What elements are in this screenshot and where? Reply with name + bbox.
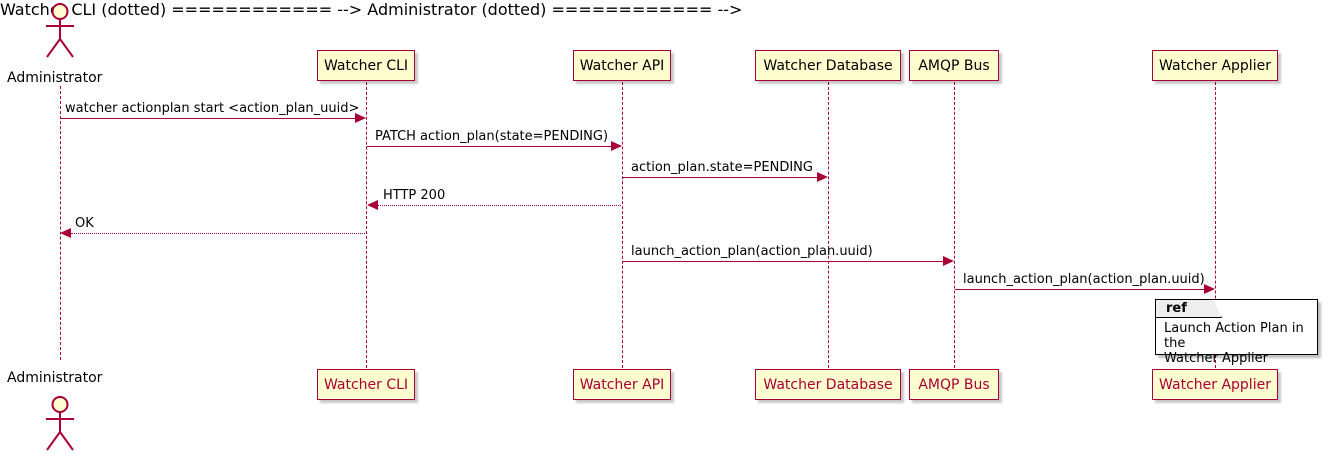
lifeline-amqp-bus [954, 82, 955, 368]
actor-label-administrator-top: Administrator [7, 70, 103, 86]
participant-watcher-api-top[interactable]: Watcher API [573, 50, 671, 81]
participant-amqp-bus-top[interactable]: AMQP Bus [909, 50, 999, 81]
participant-watcher-database-top[interactable]: Watcher Database [755, 50, 901, 81]
message-line-3 [623, 177, 817, 178]
ref-fragment-body-text: Launch Action Plan in the Watcher Applie… [1164, 321, 1304, 366]
actor-administrator-top [46, 3, 74, 58]
message-label-2: PATCH action_plan(state=PENDING) [375, 129, 609, 144]
message-line-5 [71, 233, 365, 234]
message-line-4 [378, 205, 621, 206]
lifeline-watcher-database [828, 82, 829, 368]
message-label-7: launch_action_plan(action_plan.uuid) [963, 272, 1205, 287]
message-label-1: watcher actionplan start <action_plan_uu… [65, 101, 360, 116]
participant-amqp-bus-bottom[interactable]: AMQP Bus [909, 369, 999, 400]
participant-watcher-cli-top[interactable]: Watcher CLI [317, 50, 415, 81]
ref-fragment-tab-label: ref [1156, 300, 1222, 318]
lifeline-watcher-applier [1215, 82, 1216, 368]
participant-watcher-cli-bottom[interactable]: Watcher CLI [317, 369, 415, 400]
participant-watcher-database-bottom[interactable]: Watcher Database [755, 369, 901, 400]
ref-fragment-launch-action-plan: ref Launch Action Plan in the Watcher Ap… [1155, 299, 1318, 366]
message-arrowhead-6 [943, 256, 954, 266]
message-line-2 [367, 146, 611, 147]
message-arrowhead-3 [817, 172, 828, 182]
lifeline-watcher-cli [366, 82, 367, 368]
participant-watcher-api-bottom[interactable]: Watcher API [573, 369, 671, 400]
lifeline-administrator [60, 86, 61, 360]
message-arrowhead-4 [367, 200, 378, 210]
message-arrowhead-5 [60, 228, 71, 238]
message-label-5: OK [75, 216, 94, 231]
message-label-4: HTTP 200 [383, 188, 446, 203]
actor-administrator-bottom [46, 396, 74, 451]
lifeline-watcher-api [622, 82, 623, 368]
message-line-1 [61, 118, 355, 119]
participant-watcher-applier-bottom[interactable]: Watcher Applier [1152, 369, 1278, 400]
message-arrowhead-1 [355, 113, 366, 123]
message-label-3: action_plan.state=PENDING [631, 160, 813, 175]
message-arrowhead-2 [611, 141, 622, 151]
message-arrowhead-7 [1204, 284, 1215, 294]
message-line-6 [623, 261, 943, 262]
message-label-6: launch_action_plan(action_plan.uuid) [631, 244, 873, 259]
message-line-7 [955, 289, 1204, 290]
participant-watcher-applier-top[interactable]: Watcher Applier [1152, 50, 1278, 81]
actor-label-administrator-bottom: Administrator [7, 370, 103, 386]
